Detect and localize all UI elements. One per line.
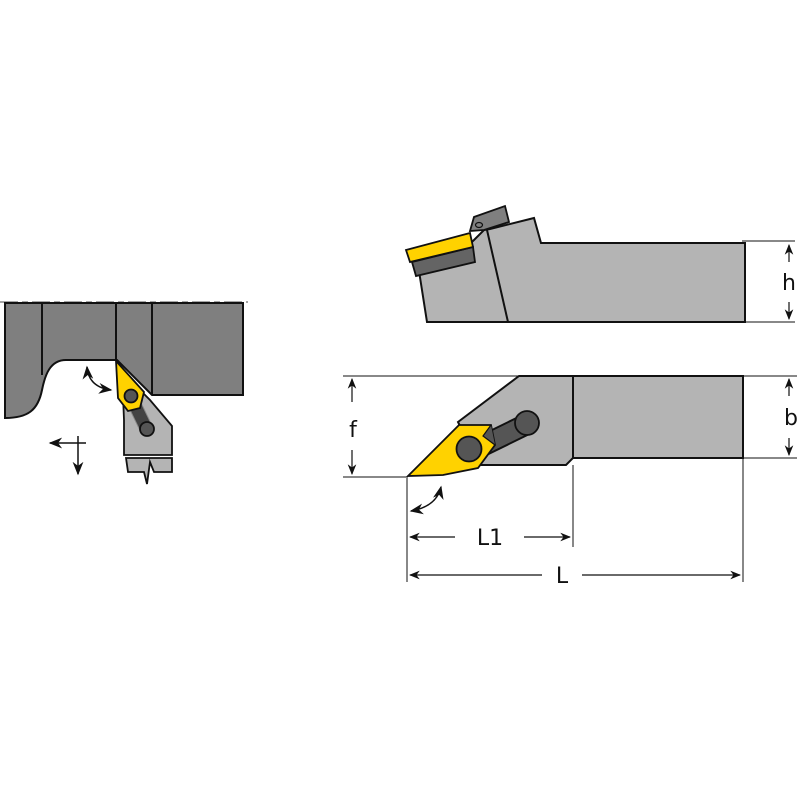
label-f: f: [349, 418, 358, 443]
feed-direction-icon: [48, 436, 86, 476]
dimension-h: h: [742, 240, 796, 323]
insert-side: [404, 231, 475, 264]
label-h: h: [782, 271, 796, 296]
label-b: b: [784, 406, 798, 431]
dimension-L: L: [408, 564, 742, 589]
dimension-f: f: [343, 375, 519, 478]
dimension-L1: L1: [408, 526, 572, 551]
application-view: [0, 301, 248, 485]
label-L: L: [556, 564, 569, 589]
label-L1: L1: [477, 526, 503, 551]
clamp: [468, 204, 511, 232]
side-view: h: [404, 204, 796, 323]
top-view: f b L1 L: [343, 375, 798, 589]
holder-top-shank: [572, 375, 744, 459]
angle-arrow-top: [409, 485, 444, 515]
angle-arrow-small: [82, 365, 113, 394]
dimension-b: b: [743, 375, 798, 459]
workpiece: [4, 302, 244, 420]
